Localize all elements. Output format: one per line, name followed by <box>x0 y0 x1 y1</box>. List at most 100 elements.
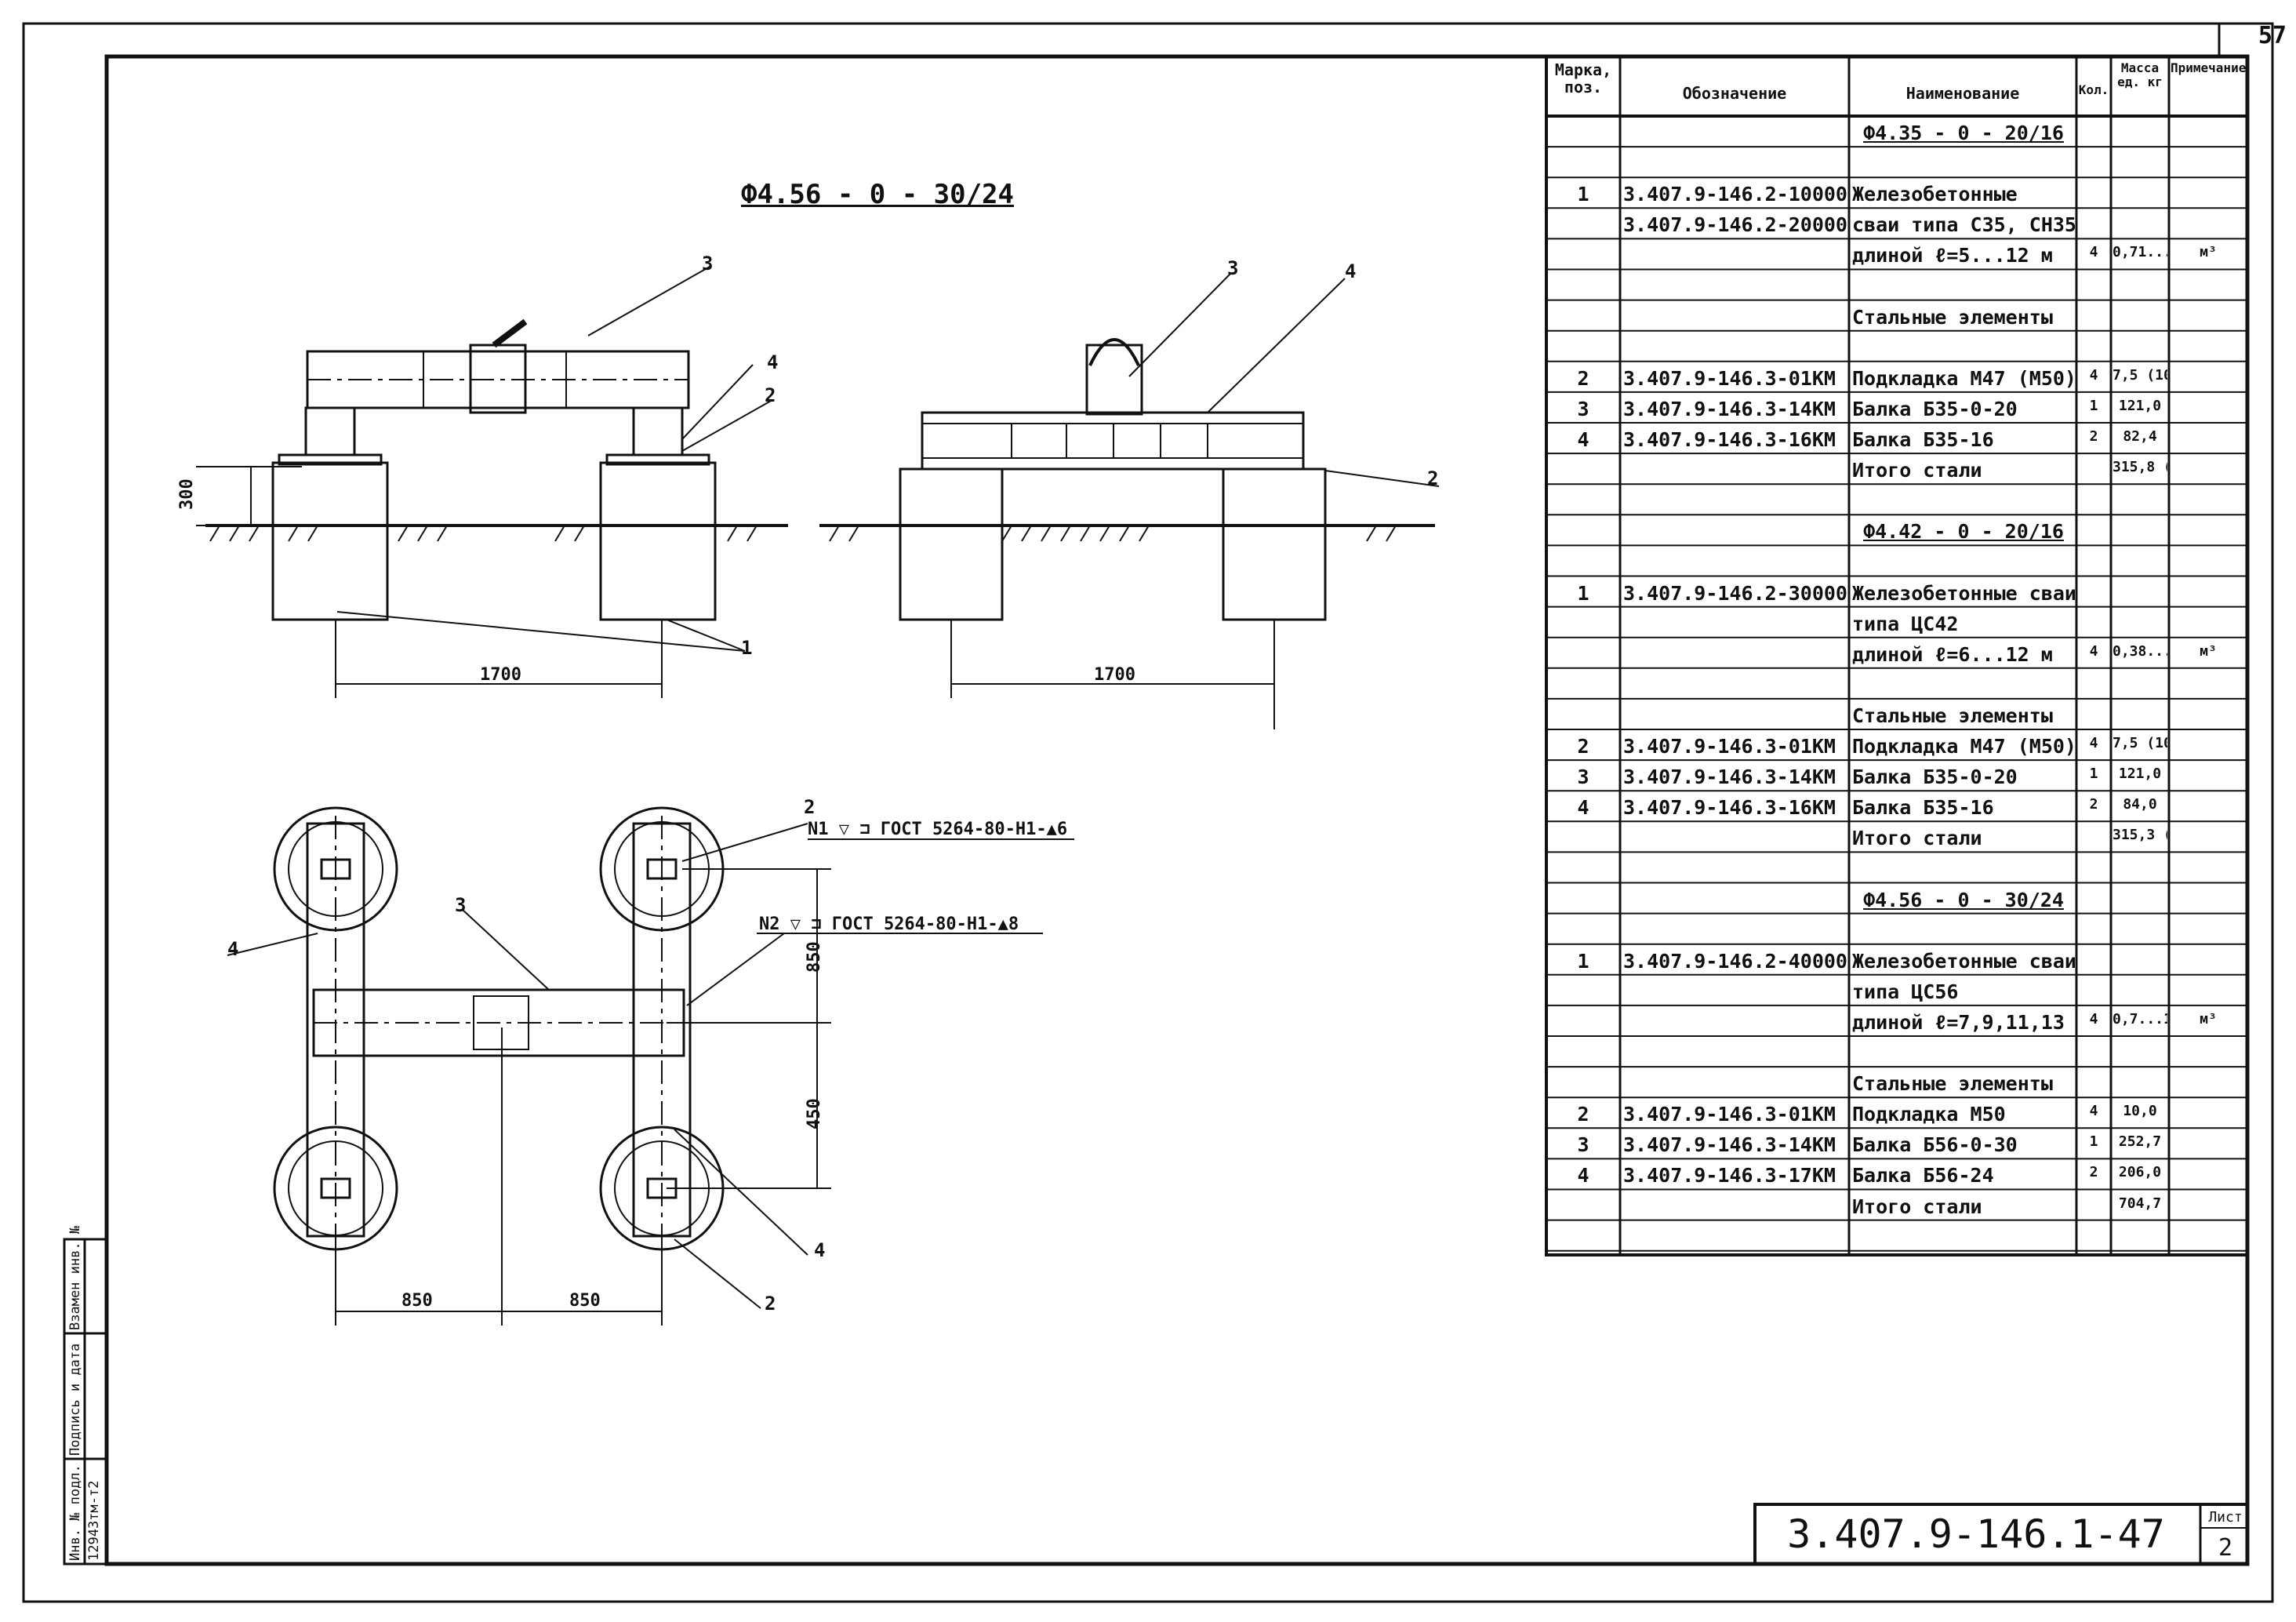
table-cell-designation: 3.407.9-146.2-200000 <box>1623 213 1847 237</box>
table-cell-qty: 2 <box>2089 1164 2098 1181</box>
spec-table-grid <box>1545 55 2249 1257</box>
leader-label-2: 2 <box>765 384 776 406</box>
table-cell-designation: 3.407.9-146.2-400000 <box>1623 949 1847 973</box>
dim-850-h2: 850 <box>569 1291 601 1311</box>
table-cell-designation: 3.407.9-146.3-01КМ <box>1623 366 1836 390</box>
weld-note-n1: N1 ▽ ⊐ ГОСТ 5264-80-Н1-▲6 <box>808 820 1068 839</box>
page-number: 57 <box>2258 22 2287 49</box>
table-cell-name: Итого стали <box>1852 459 1982 482</box>
header-mass: Масса ед. кг <box>2117 60 2163 89</box>
leader-label-3b: 3 <box>1227 257 1239 279</box>
table-cell-qty: 1 <box>2089 397 2098 414</box>
table-cell-name: длиной ℓ=5...12 м <box>1852 244 2053 267</box>
table-cell-name: Балка Б56-24 <box>1852 1164 1994 1187</box>
header-qty: Кол. <box>2078 82 2109 97</box>
table-cell-mass: 121,0 <box>2118 397 2162 414</box>
table-cell-mass: 206,0 <box>2118 1164 2162 1181</box>
table-cell-mass: 704,7 <box>2118 1195 2162 1212</box>
plan-leader-4b: 4 <box>814 1239 826 1261</box>
table-cell-name: длиной ℓ=6...12 м <box>1852 642 2053 666</box>
table-cell-name: Подкладка М50 <box>1852 1103 2006 1126</box>
leader-label-2b: 2 <box>1427 467 1439 489</box>
table-cell-name: Железобетонные <box>1852 183 2018 206</box>
table-cell-name: Ф4.42 - 0 - 20/16 <box>1863 520 2064 544</box>
table-cell-name: типа ЦС42 <box>1852 612 1959 635</box>
plan-leader-4a: 4 <box>227 938 239 960</box>
table-cell-mass: 84,0 <box>2123 796 2157 813</box>
table-cell-name: Балка Б35-16 <box>1852 428 1994 451</box>
table-cell-note: м³ <box>2200 244 2217 261</box>
table-cell-qty: 4 <box>2089 366 2098 384</box>
header-name: Наименование <box>1905 84 2020 103</box>
table-cell-name: Железобетонные сваи <box>1852 581 2075 605</box>
table-cell-mass: 0,71...1,45 <box>2113 244 2167 261</box>
table-cell-qty: 4 <box>2089 1103 2098 1120</box>
header-designation: Обозначение <box>1682 84 1787 103</box>
sheet-number: 2 <box>2218 1534 2233 1562</box>
table-cell-mark: 4 <box>1577 428 1589 451</box>
table-cell-name: Балка Б56-0-30 <box>1852 1133 2018 1157</box>
table-cell-mass: 82,4 <box>2123 428 2157 445</box>
stamp-inv-value: 12943тм-т2 <box>86 1480 102 1561</box>
table-cell-designation: 3.407.9-146.3-16КМ <box>1623 428 1836 451</box>
table-cell-designation: 3.407.9-146.3-14КМ <box>1623 766 1836 789</box>
table-cell-mark: 4 <box>1577 796 1589 820</box>
table-cell-mark: 1 <box>1577 183 1589 206</box>
table-cell-name: сваи типа С35, СН35 <box>1852 213 2075 237</box>
table-cell-mark: 2 <box>1577 1103 1589 1126</box>
dim-300: 300 <box>177 478 197 510</box>
table-cell-name: типа ЦС56 <box>1852 980 1959 1003</box>
table-cell-mass: 0,7...1,25 <box>2113 1010 2167 1027</box>
table-cell-mark: 3 <box>1577 1133 1589 1157</box>
plan-leader-2b: 2 <box>765 1293 776 1315</box>
dim-1700-b: 1700 <box>1094 665 1135 685</box>
table-cell-mark: 2 <box>1577 735 1589 758</box>
title-block-frame <box>1753 1503 2249 1566</box>
dim-450-v: 450 <box>805 1098 824 1129</box>
table-cell-note: м³ <box>2200 642 2217 660</box>
table-cell-mass: 0,38...0,75 <box>2113 642 2167 660</box>
leader-label-3: 3 <box>702 253 714 275</box>
stamp-sign-date: Подпись и дата <box>67 1343 83 1456</box>
table-cell-designation: 3.407.9-146.3-14КМ <box>1623 1133 1836 1157</box>
leader-label-1: 1 <box>741 637 753 659</box>
spec-table-row-lines <box>1546 146 2247 1252</box>
table-cell-name: Ф4.35 - 0 - 20/16 <box>1863 122 2064 144</box>
table-cell-mark: 2 <box>1577 366 1589 390</box>
table-cell-name: Стальные элементы <box>1852 305 2053 329</box>
table-cell-mass: 7,5 (10) <box>2113 366 2167 384</box>
table-cell-qty: 4 <box>2089 735 2098 751</box>
table-cell-mass: 10,0 <box>2123 1103 2157 1120</box>
table-cell-mass: 7,5 (10) <box>2113 735 2167 751</box>
table-cell-qty: 4 <box>2089 244 2098 261</box>
table-cell-note: м³ <box>2200 1010 2217 1027</box>
table-cell-mark: 1 <box>1577 949 1589 973</box>
plan-leader-3: 3 <box>455 894 467 916</box>
table-cell-mark: 4 <box>1577 1164 1589 1187</box>
table-cell-mass: 315,3 (325,3) <box>2113 827 2167 844</box>
sheet-label: Лист <box>2208 1509 2243 1526</box>
table-cell-name: Подкладка М47 (М50) <box>1852 735 2075 758</box>
table-cell-name: Итого стали <box>1852 827 1982 850</box>
stamp-inv-label: Инв. № подл. <box>67 1464 83 1561</box>
table-cell-mass: 315,8 (325,8) <box>2113 459 2167 476</box>
plan-leader-2: 2 <box>804 796 816 818</box>
table-cell-name: Балка Б35-16 <box>1852 796 1994 820</box>
table-cell-name: Подкладка М47 (М50) <box>1852 366 2075 390</box>
table-cell-qty: 1 <box>2089 766 2098 783</box>
dim-850-h1: 850 <box>401 1291 433 1311</box>
table-cell-designation: 3.407.9-146.3-01КМ <box>1623 735 1836 758</box>
table-cell-designation: 3.407.9-146.3-16КМ <box>1623 796 1836 820</box>
table-cell-mark: 1 <box>1577 581 1589 605</box>
header-note: Примечание <box>2171 60 2247 75</box>
weld-note-n2: N2 ▽ ⊐ ГОСТ 5264-80-Н1-▲8 <box>759 915 1019 934</box>
table-cell-qty: 4 <box>2089 642 2098 660</box>
table-cell-designation: 3.407.9-146.3-17КМ <box>1623 1164 1836 1187</box>
side-view-1 <box>196 266 788 698</box>
leader-label-4b: 4 <box>1345 260 1357 282</box>
table-cell-name: Ф4.56 - 0 - 30/24 <box>1863 888 2064 911</box>
plan-view <box>227 806 1074 1326</box>
table-cell-mass: 121,0 <box>2118 766 2162 783</box>
table-cell-qty: 2 <box>2089 428 2098 445</box>
